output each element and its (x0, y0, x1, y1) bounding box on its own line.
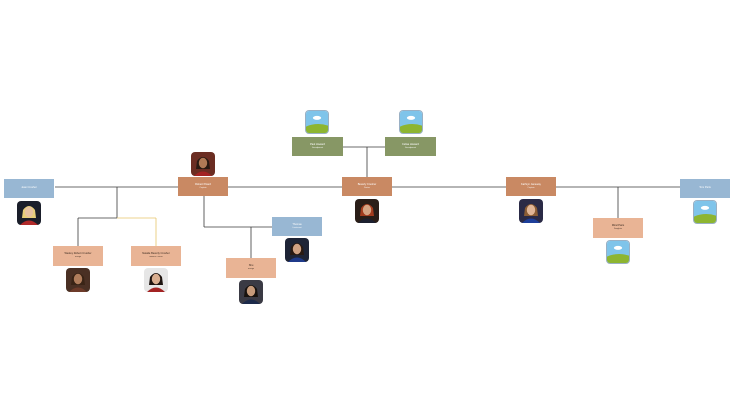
person-node[interactable]: Jean Crusher (4, 179, 54, 198)
person-node[interactable]: Thomas Lieutenant (272, 217, 322, 236)
person-node[interactable]: Shu Ensign (226, 258, 276, 278)
portrait-photo[interactable] (285, 238, 309, 262)
person-name: Paul Howard (310, 142, 325, 146)
landscape-graphic (694, 201, 716, 223)
portrait-graphic (17, 201, 41, 225)
person-node[interactable]: Natalie Beverly Crusher Medical Officer (131, 246, 181, 266)
person-detail: Grandparent (311, 146, 324, 149)
portrait-graphic (144, 268, 168, 292)
person-detail: Ensign (74, 256, 82, 259)
person-name: Kathryn Janeway (521, 182, 541, 186)
placeholder-image-icon[interactable] (305, 110, 329, 134)
person-detail: Ensign (247, 268, 255, 271)
person-node[interactable]: Beverly Crusher Doctor (342, 177, 392, 196)
portrait-photo[interactable] (239, 280, 263, 304)
person-name: Thomas (292, 222, 302, 226)
person-name: Wesley Robert Crusher (64, 252, 92, 256)
portrait-photo[interactable] (519, 199, 543, 223)
person-name: Miral Paris (611, 224, 625, 228)
person-detail: Grandparent (404, 146, 417, 149)
person-node[interactable]: Tom Paris (680, 179, 730, 198)
person-detail: Lieutenant (292, 226, 302, 229)
person-node[interactable]: Felisa Howard Grandparent (385, 137, 436, 156)
person-name: Tom Paris (699, 186, 711, 190)
person-detail: Medical Officer (149, 256, 163, 259)
person-name: Beverly Crusher (357, 182, 377, 186)
portrait-graphic (66, 268, 90, 292)
portrait-photo[interactable] (191, 152, 215, 176)
person-node[interactable]: Paul Howard Grandparent (292, 137, 343, 156)
portrait-graphic (285, 238, 309, 262)
portrait-graphic (191, 152, 215, 176)
person-detail: Doctor (364, 186, 370, 189)
person-name: Shu (248, 264, 254, 268)
placeholder-image-icon[interactable] (399, 110, 423, 134)
person-detail: Captain (527, 186, 535, 189)
person-node[interactable]: Miral Paris Daughter (593, 218, 643, 238)
placeholder-image-icon[interactable] (606, 240, 630, 264)
portrait-graphic (355, 199, 379, 223)
person-node[interactable]: Kathryn Janeway Captain (506, 177, 556, 196)
person-detail: Daughter (613, 228, 623, 231)
person-detail: Captain (199, 186, 207, 189)
portrait-photo[interactable] (66, 268, 90, 292)
portrait-photo[interactable] (355, 199, 379, 223)
landscape-graphic (607, 241, 629, 263)
person-node[interactable]: Wesley Robert Crusher Ensign (53, 246, 103, 266)
landscape-graphic (306, 111, 328, 133)
person-name: Jean Crusher (21, 186, 37, 190)
person-name: Felisa Howard (402, 142, 419, 146)
placeholder-image-icon[interactable] (693, 200, 717, 224)
portrait-photo[interactable] (17, 201, 41, 225)
portrait-graphic (519, 199, 543, 223)
portrait-graphic (239, 280, 263, 304)
person-node[interactable]: Robert Picard Captain (178, 177, 228, 196)
person-name: Natalie Beverly Crusher (142, 252, 170, 256)
landscape-graphic (400, 111, 422, 133)
portrait-photo[interactable] (144, 268, 168, 292)
person-name: Robert Picard (195, 182, 211, 186)
